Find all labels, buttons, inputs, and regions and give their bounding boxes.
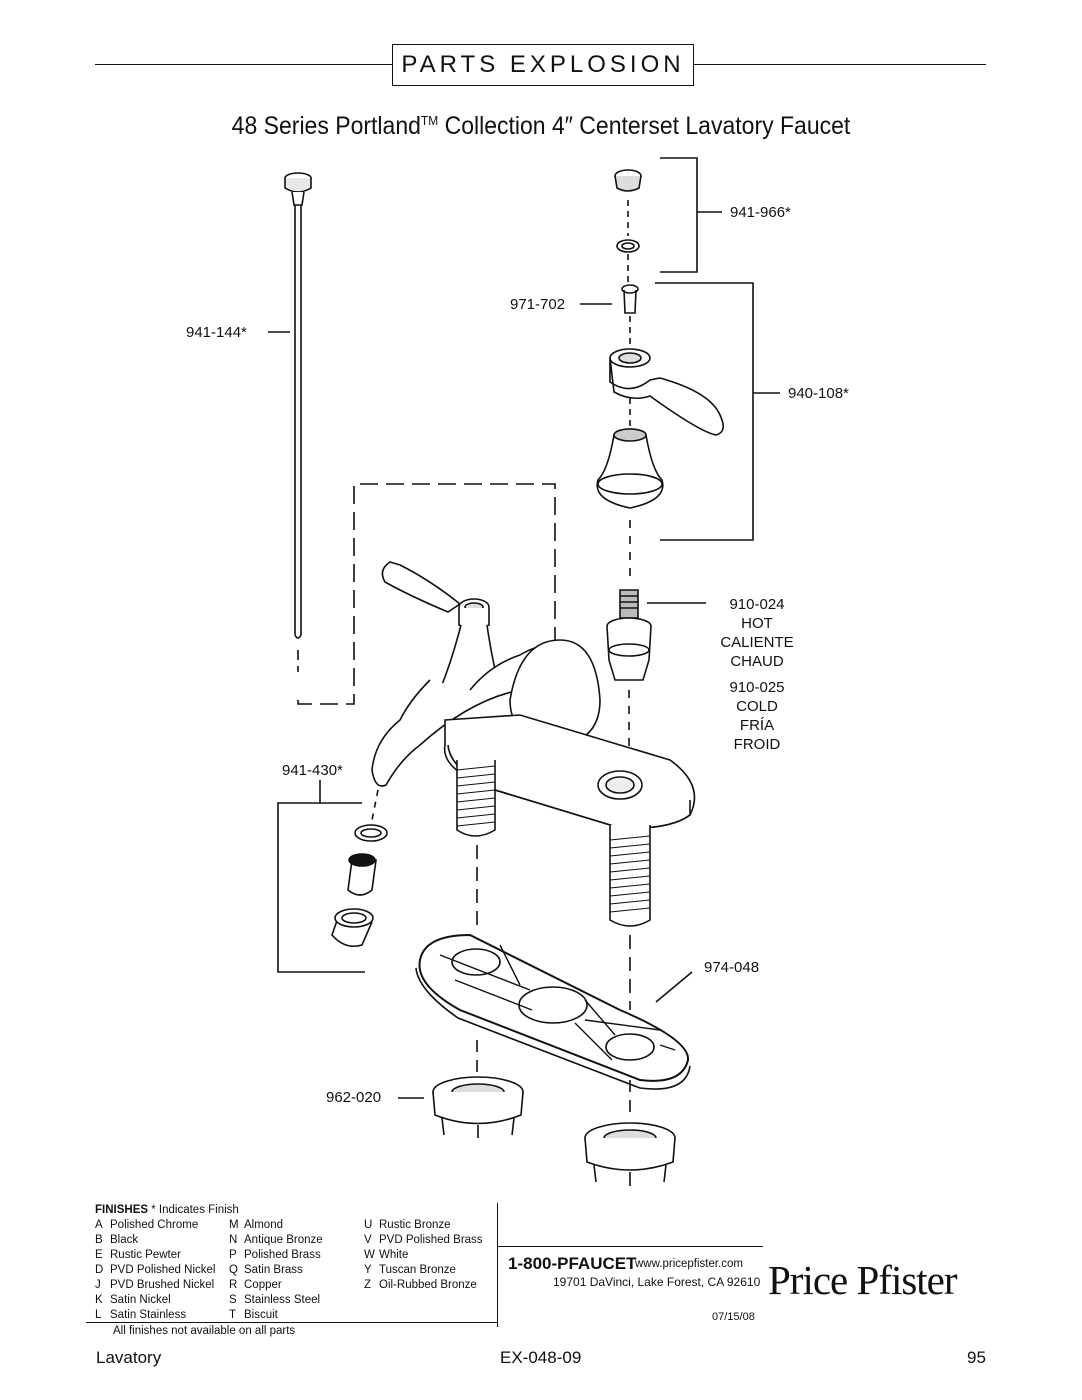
label-910-024: 910-024 [729,596,785,613]
label-cold-fr: FROID [733,736,781,753]
title-main: 48 Series Portland [231,112,421,140]
footer-category: Lavatory [96,1348,162,1367]
locknut-right-drawing [584,1122,676,1186]
title-rest: Collection 4″ Centerset Lavatory Faucet [438,112,851,140]
label-941-144: 941-144* [186,324,247,341]
label-cold-en: COLD [736,698,778,715]
header-box: PARTS EXPLOSION [392,44,694,86]
page-title: 48 Series PortlandTM Collection 4″ Cente… [43,112,1038,141]
title-trademark: TM [420,113,439,128]
label-910-024-group: 910-024 HOT CALIENTE CHAUD [697,595,817,671]
header-rule-left [95,64,392,65]
label-974-048: 974-048 [704,959,760,976]
label-cold-es: FRÍA [739,717,775,734]
contact-box [497,1246,763,1327]
label-941-966: 941-966* [730,204,791,221]
footer-page-number: 95 [967,1348,986,1367]
label-971-702: 971-702 [510,296,566,313]
gasket-drawing [415,933,691,1090]
faucet-body-drawing [371,561,696,927]
locknut-left-drawing [432,1076,524,1138]
cartridge-drawing [606,589,652,760]
finishes-star-note: * Indicates Finish [151,1204,239,1216]
header-label: PARTS EXPLOSION [401,51,685,78]
phone-number: 1-800-PFAUCET [508,1254,637,1273]
screw-drawing [621,284,639,345]
label-hot-fr: CHAUD [730,653,784,670]
label-910-025-group: 910-025 COLD FRÍA FROID [697,678,817,754]
label-hot-es: CALIENTE [720,634,794,651]
finishes-note: All finishes not available on all parts [113,1325,296,1337]
website: www.pricepfister.com [635,1258,744,1270]
label-940-108: 940-108* [788,385,849,402]
footer-doc-number: EX-048-09 [500,1348,582,1367]
address: 19701 DaVinci, Lake Forest, CA 92610 [553,1275,761,1289]
label-910-025: 910-025 [729,679,785,696]
label-962-020: 962-020 [326,1089,382,1106]
label-941-430: 941-430* [282,762,343,779]
label-hot-en: HOT [741,615,773,632]
handle-drawing [596,348,724,580]
finishes-heading: FINISHES * Indicates Finish [95,1203,239,1218]
brand-logo: Price Pfister [768,1257,958,1303]
header-rule-right [694,64,986,65]
aerator-drawing [331,789,388,948]
popup-rod-drawing [284,172,312,672]
index-cap-drawing [614,169,642,282]
revision-date: 07/15/08 [712,1311,755,1323]
linkage-dashed-path [297,483,556,705]
finishes-title: FINISHES [95,1204,149,1216]
